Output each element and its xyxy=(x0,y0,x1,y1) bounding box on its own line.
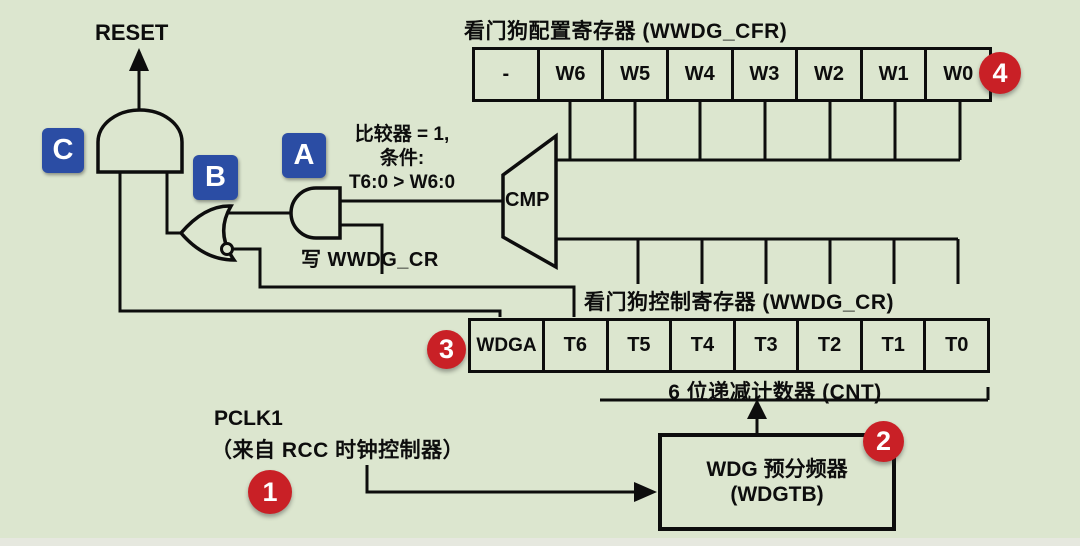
cr-bit-cell: T4 xyxy=(672,321,736,370)
and-gate-a xyxy=(289,186,342,240)
cfr-register-title: 看门狗配置寄存器 (WWDG_CFR) xyxy=(464,20,788,43)
cr-bit-cell: T2 xyxy=(799,321,863,370)
cr-bit-cell: T5 xyxy=(609,321,673,370)
cr-bit-cell: WDGA xyxy=(471,321,545,370)
wire-t-bits xyxy=(636,239,960,284)
badge-4-cfr: 4 xyxy=(979,52,1021,94)
comparator-label: CMP xyxy=(505,189,550,211)
comparator-condition: 比较器 = 1, 条件: T6:0 > W6:0 xyxy=(336,123,468,195)
cr-bit-cell: T1 xyxy=(863,321,927,370)
condition-line-1: 比较器 = 1, xyxy=(354,124,450,145)
cfr-bit-cell: W1 xyxy=(863,50,928,99)
badge-1-pclk: 1 xyxy=(248,470,292,514)
pclk1-source-label: （来自 RCC 时钟控制器） xyxy=(211,439,465,462)
cr-bit-cell: T3 xyxy=(736,321,800,370)
reset-label: RESET xyxy=(95,20,169,45)
cfr-bit-cell: W5 xyxy=(604,50,669,99)
counter-label: 6 位递减计数器 (CNT) xyxy=(668,381,882,404)
marker-chip-b: B xyxy=(193,155,238,200)
write-wwdg-cr-label: 写 WWDG_CR xyxy=(301,249,439,271)
cfr-bit-cell: W4 xyxy=(669,50,734,99)
and-gate-c xyxy=(96,108,184,174)
cfr-bit-cell: W3 xyxy=(734,50,799,99)
wire-pclk1 xyxy=(365,465,640,494)
wire-t6-net xyxy=(233,247,576,317)
cr-bit-cell: T6 xyxy=(545,321,609,370)
reset-arrowhead xyxy=(129,48,149,71)
cfr-bit-cell: W2 xyxy=(798,50,863,99)
cfr-bit-cell: - xyxy=(475,50,540,99)
badge-3-cr: 3 xyxy=(427,330,466,369)
cr-bit-cell: T0 xyxy=(945,334,969,356)
wire-or-to-c xyxy=(165,172,181,235)
wwdg-cfr-register: - W6 W5 W4 W3 W2 W1 W0 xyxy=(472,47,992,102)
marker-chip-a: A xyxy=(282,133,326,178)
wire-write-wwdg-cr xyxy=(340,223,384,274)
prescaler-register: (WDGTB) xyxy=(730,483,824,506)
wire-w-bits xyxy=(568,102,962,160)
cfr-bit-cell: W6 xyxy=(540,50,605,99)
badge-2-prescaler: 2 xyxy=(863,421,904,462)
or-gate-b-bubble xyxy=(220,242,234,256)
cr-register-title: 看门狗控制寄存器 (WWDG_CR) xyxy=(584,291,894,314)
pclk1-label: PCLK1 xyxy=(214,407,283,430)
wire-cnt-bracket xyxy=(600,387,990,402)
comparator-shape xyxy=(501,132,558,271)
condition-line-2: 条件: xyxy=(379,148,425,169)
pclk1-arrowhead xyxy=(634,482,657,502)
cfr-bit-cell: W0 xyxy=(943,63,974,85)
wire-wdga-net xyxy=(118,172,502,317)
condition-line-3: T6:0 > W6:0 xyxy=(348,172,456,193)
marker-chip-c: C xyxy=(42,128,84,173)
bottom-edge-strip xyxy=(0,538,1080,546)
wwdg-cr-register: WDGA T6 T5 T4 T3 T2 T1 T0 xyxy=(468,318,990,373)
wdg-prescaler-box: WDG 预分频器 (WDGTB) xyxy=(658,433,896,531)
prescaler-name: WDG 预分频器 xyxy=(706,458,848,481)
prescaler-arrowhead xyxy=(747,399,767,419)
